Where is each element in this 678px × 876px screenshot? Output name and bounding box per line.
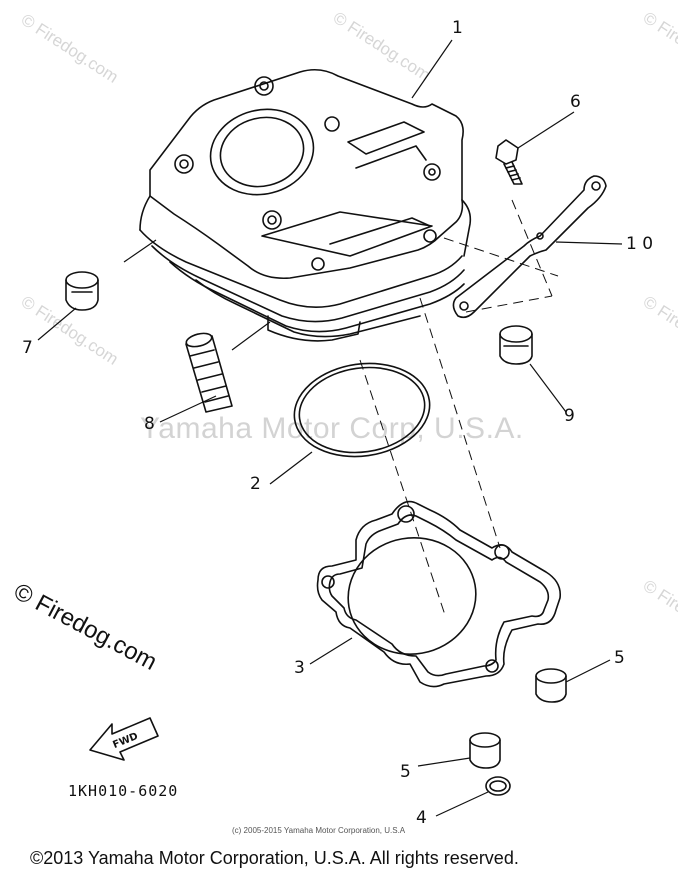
callout-5-left: 5 xyxy=(400,762,411,782)
gasket-part xyxy=(316,500,562,688)
callout-2: 2 xyxy=(250,474,261,494)
o-ring-part xyxy=(293,362,431,458)
watermark-center: Yamaha Motor Corp, U.S.A. xyxy=(140,412,524,445)
bracket-part xyxy=(452,175,607,319)
spacer-part-7 xyxy=(65,271,99,311)
fwd-label: FWD xyxy=(111,731,139,751)
callout-8: 8 xyxy=(144,414,155,434)
alignment-lines xyxy=(359,199,559,619)
stud-part-8 xyxy=(185,332,233,413)
leader-lines xyxy=(37,39,623,817)
callout-10: 1 0 xyxy=(626,234,654,254)
callout-5-right: 5 xyxy=(614,648,625,668)
fwd-arrow-icon xyxy=(89,717,159,761)
small-copyright: (c) 2005-2015 Yamaha Motor Corporation, … xyxy=(232,826,406,835)
footer-copyright: ©2013 Yamaha Motor Corporation, U.S.A. A… xyxy=(30,848,519,868)
callout-1: 1 xyxy=(452,18,463,38)
callout-3: 3 xyxy=(294,658,305,678)
callout-7: 7 xyxy=(22,338,33,358)
bolt-part xyxy=(495,139,523,185)
circlip-part xyxy=(485,776,511,796)
dowel-pin-right xyxy=(535,668,567,703)
callout-9: 9 xyxy=(564,406,575,426)
dowel-pin-left xyxy=(469,732,501,769)
cylinder-part xyxy=(139,68,472,342)
spacer-part-9 xyxy=(499,325,533,365)
callout-6: 6 xyxy=(570,92,581,112)
callout-4: 4 xyxy=(416,808,427,828)
part-code: 1KH010-6020 xyxy=(68,782,179,800)
